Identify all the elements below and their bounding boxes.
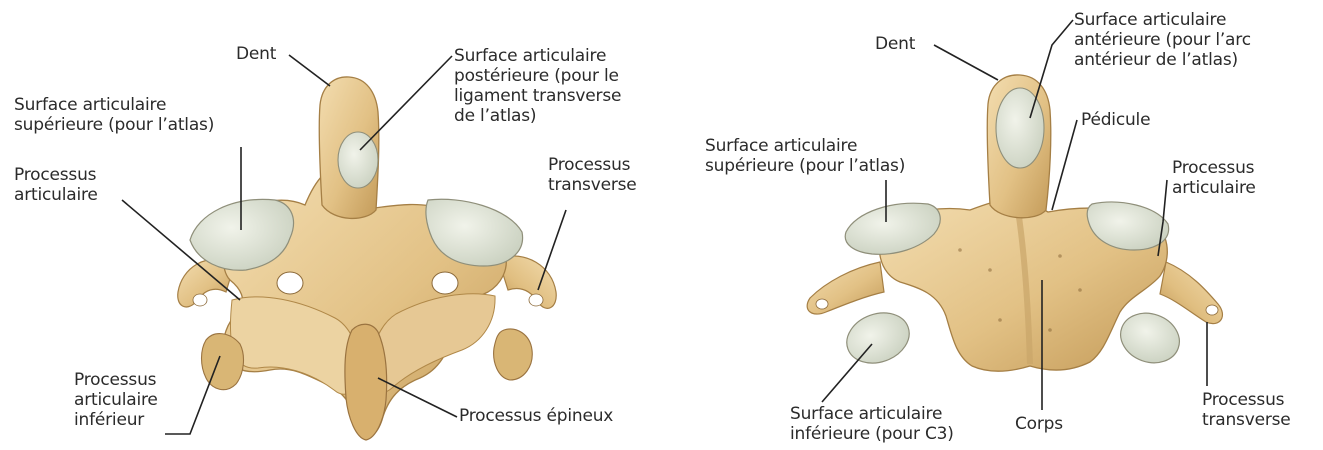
foramen-dot (958, 248, 962, 252)
label-surface-articulaire-inferieure: Surface articulaire inférieure (pour C3) (790, 404, 954, 444)
posterior-spinous-process (345, 324, 387, 440)
label-processus-transverse-posterior: Processus transverse (548, 155, 637, 195)
label-surface-articulaire-superieure-posterior: Surface articulaire supérieure (pour l’a… (14, 95, 214, 135)
foramen-dot (998, 318, 1002, 322)
anterior-view-vertebra (807, 75, 1222, 372)
posterior-right-foramen (432, 272, 458, 294)
foramen-dot (1078, 288, 1082, 292)
leader-dent-anterior (934, 45, 998, 80)
posterior-left-foramen (277, 272, 303, 294)
foramen-dot (1048, 328, 1052, 332)
label-dent-posterior: Dent (236, 44, 276, 64)
anterior-left-inferior-articular-surface (840, 305, 917, 372)
label-processus-epineux: Processus épineux (459, 406, 613, 426)
label-pedicule: Pédicule (1081, 110, 1150, 130)
posterior-right-inferior-articular-process (494, 329, 533, 380)
anterior-dens-articular-surface (996, 88, 1044, 168)
label-surface-articulaire-superieure-anterior: Surface articulaire supérieure (pour l’a… (705, 136, 905, 176)
posterior-left-transverse-foramen (193, 294, 207, 306)
posterior-view-vertebra (178, 77, 556, 440)
label-dent-anterior: Dent (875, 34, 915, 54)
label-surface-articulaire-posterieure: Surface articulaire postérieure (pour le… (454, 46, 621, 126)
anterior-right-transverse-foramen (1206, 305, 1218, 315)
label-processus-articulaire-inferieur: Processus articulaire inférieur (74, 370, 158, 430)
anterior-left-transverse-foramen (816, 299, 828, 309)
anterior-right-inferior-articular-surface (1114, 305, 1187, 371)
posterior-dens-articular-surface (338, 132, 378, 188)
label-processus-articulaire-anterior: Processus articulaire (1172, 158, 1256, 198)
label-corps: Corps (1015, 414, 1063, 434)
label-processus-articulaire-posterior: Processus articulaire (14, 165, 98, 205)
label-surface-articulaire-anterieure: Surface articulaire antérieure (pour l’a… (1074, 10, 1251, 70)
posterior-left-inferior-articular-process (202, 334, 244, 390)
foramen-dot (988, 268, 992, 272)
leader-dent-posterior (289, 55, 330, 86)
leader-pedicule (1052, 120, 1077, 210)
posterior-right-transverse-foramen (529, 294, 543, 306)
foramen-dot (1058, 254, 1062, 258)
leader-surface-inf (822, 344, 872, 402)
label-processus-transverse-anterior: Processus transverse (1202, 390, 1291, 430)
